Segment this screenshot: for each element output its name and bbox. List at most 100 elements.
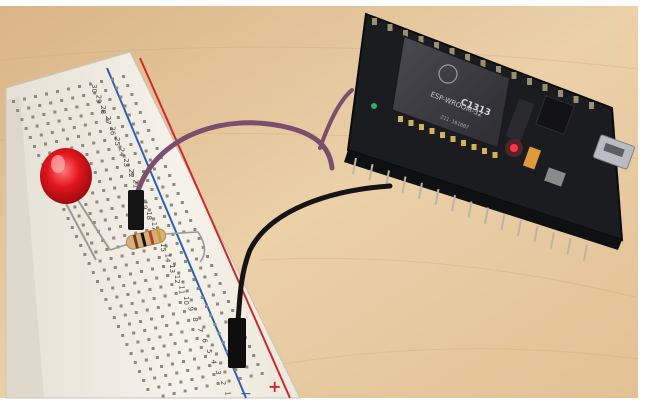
breadboard-hole bbox=[96, 150, 100, 154]
breadboard-hole bbox=[16, 109, 20, 112]
breadboard-row-number: 18 bbox=[145, 211, 153, 220]
breadboard-hole bbox=[150, 188, 154, 191]
breadboard-row-number: 26 bbox=[108, 126, 116, 135]
breadboard-hole bbox=[148, 158, 152, 162]
breadboard-hole bbox=[112, 316, 116, 319]
breadboard-hole bbox=[208, 364, 212, 367]
castellation-pad bbox=[461, 140, 466, 146]
header-pin bbox=[484, 207, 489, 224]
breadboard-hole bbox=[56, 90, 59, 93]
breadboard-hole bbox=[124, 184, 128, 187]
header-pin bbox=[401, 176, 407, 193]
breadboard-hole bbox=[130, 93, 134, 96]
breadboard-row-number: 14 bbox=[164, 254, 172, 263]
breadboard-hole bbox=[182, 230, 186, 234]
breadboard-hole bbox=[149, 367, 152, 371]
breadboard-hole bbox=[162, 344, 166, 348]
breadboard-hole bbox=[125, 213, 129, 217]
breadboard-hole bbox=[122, 75, 125, 78]
header-pin bbox=[451, 195, 456, 212]
breadboard-hole bbox=[185, 289, 189, 293]
breadboard-hole bbox=[198, 316, 202, 320]
breadboard-hole bbox=[48, 151, 52, 155]
breadboard-hole bbox=[33, 145, 36, 148]
breadboard-hole bbox=[154, 197, 158, 200]
breadboard-hole bbox=[187, 319, 191, 322]
breadboard-hole bbox=[213, 323, 217, 326]
breadboard-hole bbox=[178, 221, 182, 225]
breadboard-hole bbox=[197, 237, 201, 240]
breadboard-hole bbox=[86, 103, 90, 106]
breadboard-hole bbox=[79, 244, 83, 247]
breadboard-hole bbox=[144, 279, 148, 282]
breadboard-hole bbox=[165, 194, 169, 198]
breadboard-hole bbox=[199, 346, 203, 349]
breadboard-hole bbox=[118, 145, 122, 149]
breadboard-hole bbox=[123, 313, 127, 317]
castellation-pad bbox=[408, 120, 414, 126]
breadboard-hole bbox=[210, 264, 214, 267]
breadboard-hole bbox=[188, 348, 192, 352]
breadboard-hole bbox=[158, 335, 162, 339]
breadboard-hole bbox=[109, 257, 113, 260]
breadboard-hole bbox=[111, 157, 115, 160]
breadboard-hole bbox=[115, 86, 119, 90]
header-pin bbox=[573, 96, 579, 103]
breadboard-hole bbox=[125, 134, 129, 137]
breadboard-hole bbox=[211, 293, 215, 297]
header-pin bbox=[449, 48, 455, 55]
breadboard-hole bbox=[57, 119, 61, 123]
breadboard-hole bbox=[146, 258, 150, 262]
breadboard-hole bbox=[109, 177, 112, 181]
header-pin bbox=[385, 170, 390, 187]
breadboard-row-number: 13 bbox=[168, 264, 176, 273]
breadboard-hole bbox=[83, 123, 87, 127]
breadboard-hole bbox=[143, 329, 147, 332]
breadboard-hole bbox=[45, 92, 48, 96]
breadboard-hole bbox=[156, 306, 160, 309]
breadboard-hole bbox=[131, 172, 134, 176]
black-jumper-wire bbox=[228, 183, 393, 368]
breadboard-hole bbox=[129, 352, 133, 355]
breadboard-hole bbox=[122, 154, 126, 158]
breadboard-hole bbox=[99, 130, 102, 133]
breadboard-hole bbox=[100, 159, 104, 163]
breadboard-hole bbox=[50, 131, 54, 134]
breadboard-hole bbox=[110, 207, 114, 210]
breadboard-hole bbox=[101, 239, 105, 242]
breadboard-hole bbox=[145, 229, 149, 232]
breadboard-hole bbox=[100, 289, 104, 292]
breadboard-hole bbox=[91, 271, 95, 274]
breadboard-hole bbox=[172, 392, 176, 395]
breadboard-hole bbox=[53, 110, 57, 114]
breadboard-hole bbox=[206, 255, 209, 258]
breadboard-hole bbox=[122, 284, 126, 287]
orange-capacitor bbox=[522, 146, 542, 170]
breadboard-hole bbox=[142, 249, 146, 253]
breadboard-hole bbox=[89, 162, 93, 165]
breadboard-hole bbox=[34, 95, 37, 98]
breadboard-hole bbox=[151, 267, 154, 271]
breadboard-hole bbox=[39, 133, 43, 137]
breadboard-hole bbox=[142, 170, 145, 173]
breadboard-row-number: 4 bbox=[210, 360, 218, 365]
breadboard-row-number: 23 bbox=[122, 158, 130, 167]
frame-bottom bbox=[0, 398, 647, 406]
breadboard-row-number: 2 bbox=[219, 381, 227, 385]
breadboard-hole bbox=[117, 325, 120, 328]
breadboard-hole bbox=[81, 144, 85, 147]
breadboard-hole bbox=[203, 275, 207, 279]
breadboard-hole bbox=[125, 343, 129, 346]
breadboard-hole bbox=[172, 183, 176, 186]
breadboard-hole bbox=[234, 368, 238, 371]
breadboard-hole bbox=[130, 302, 134, 305]
breadboard-hole bbox=[84, 203, 88, 206]
breadboard-hole bbox=[163, 294, 167, 298]
breadboard-hole bbox=[111, 286, 115, 290]
castellation-pad bbox=[419, 124, 424, 130]
breadboard-hole bbox=[172, 312, 175, 316]
breadboard-hole bbox=[136, 131, 140, 135]
breadboard-hole bbox=[103, 218, 107, 222]
breadboard-hole bbox=[177, 271, 181, 275]
